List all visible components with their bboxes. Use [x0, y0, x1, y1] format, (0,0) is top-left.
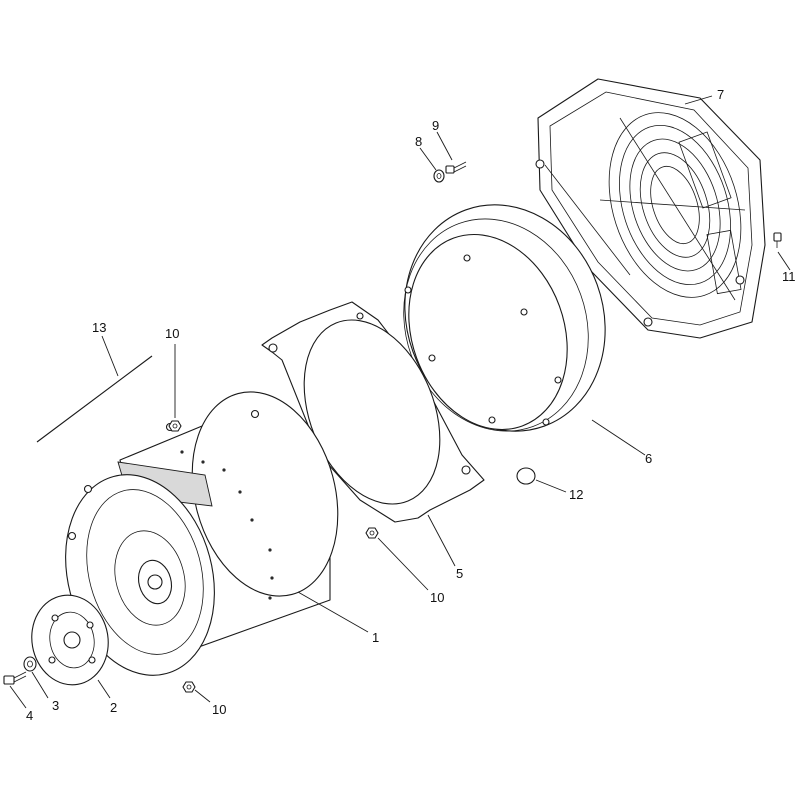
nut-part-10-middle: [365, 527, 379, 539]
callout-2: 2: [110, 700, 117, 715]
callout-10-upper: 10: [165, 326, 179, 341]
callout-7: 7: [717, 87, 724, 102]
callout-4: 4: [26, 708, 33, 723]
bolt-part-4: [3, 671, 27, 685]
callout-6: 6: [645, 451, 652, 466]
rod-part-13: [36, 355, 153, 443]
hub-part-2: [31, 594, 109, 686]
callout-9: 9: [432, 118, 439, 133]
callout-10-middle: 10: [430, 590, 444, 605]
fan-shroud-part-7: [535, 78, 766, 339]
plug-part-12: [516, 467, 536, 485]
bolt-part-9: [445, 161, 467, 174]
callout-13: 13: [92, 320, 106, 335]
adapter-ring-part-6: [403, 204, 606, 432]
mounting-plate-part-5: [261, 301, 485, 523]
callout-11: 11: [782, 269, 796, 284]
callout-5: 5: [456, 566, 463, 581]
callout-12: 12: [569, 487, 583, 502]
nut-part-10-lower: [182, 681, 196, 693]
screw-part-11: [773, 232, 782, 248]
callout-labels: 1 2 3 4 5 6 7 8 9 10 10 10 11 12 13: [26, 87, 796, 723]
washer-part-3: [23, 656, 37, 672]
callout-8: 8: [415, 134, 422, 149]
callout-3: 3: [52, 698, 59, 713]
callout-1: 1: [372, 630, 379, 645]
leader-lines: [9, 95, 791, 709]
nut-part-10-upper: [168, 420, 182, 432]
washer-part-8: [433, 169, 445, 183]
callout-10-lower: 10: [212, 702, 226, 717]
